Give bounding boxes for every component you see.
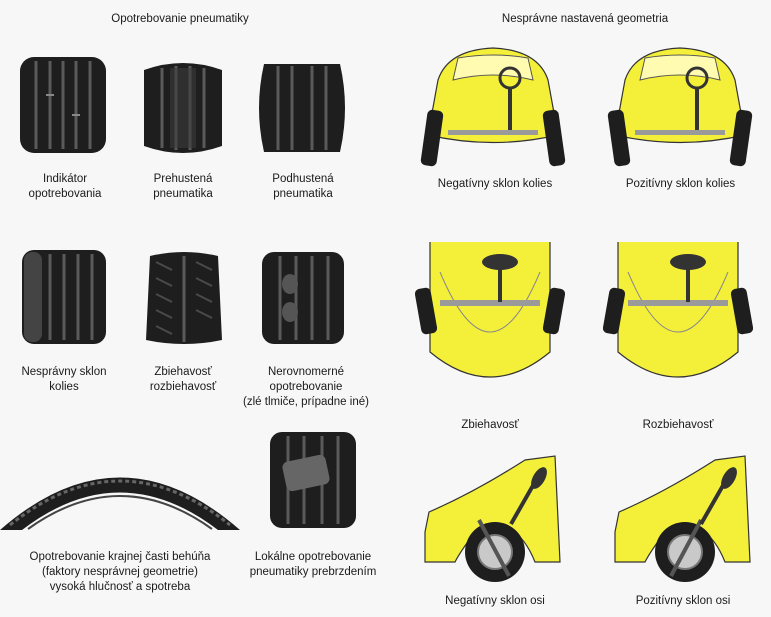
left-panel-title: Opotrebovanie pneumatiky: [111, 13, 249, 25]
car-toe-in: [414, 242, 566, 378]
tire-flat-spot: [270, 432, 356, 528]
car-negative-caster: [424, 455, 561, 582]
tire-shoulder-wear: [0, 477, 240, 530]
car-positive-caster: [614, 455, 751, 582]
label-negative-caster: Negatívny sklon osi: [445, 595, 545, 607]
label-toe-out: Rozbiehavosť: [642, 419, 714, 431]
label-positive-camber: Pozitívny sklon kolies: [625, 178, 736, 190]
label-negative-camber: Negatívny sklon kolies: [437, 178, 553, 190]
tire-wear-indicator: [20, 57, 106, 153]
car-negative-camber: [420, 47, 566, 167]
tire-incorrect-camber: [22, 250, 106, 344]
tire-uneven-wear: [262, 252, 344, 344]
car-toe-out: [602, 242, 754, 378]
tire-toe-wear: [146, 252, 222, 344]
right-panel-title: Nesprávne nastavená geometria: [501, 13, 669, 25]
label-positive-caster: Pozitívny sklon osi: [635, 595, 731, 607]
car-positive-camber: [607, 47, 753, 167]
tire-underinflated: [259, 64, 345, 152]
label-shoulder-wear: Opotrebovanie krajnej časti behúňa(fakto…: [29, 551, 211, 593]
label-toe-in: Zbiehavosť: [461, 419, 519, 431]
tire-overinflated: [144, 63, 222, 153]
